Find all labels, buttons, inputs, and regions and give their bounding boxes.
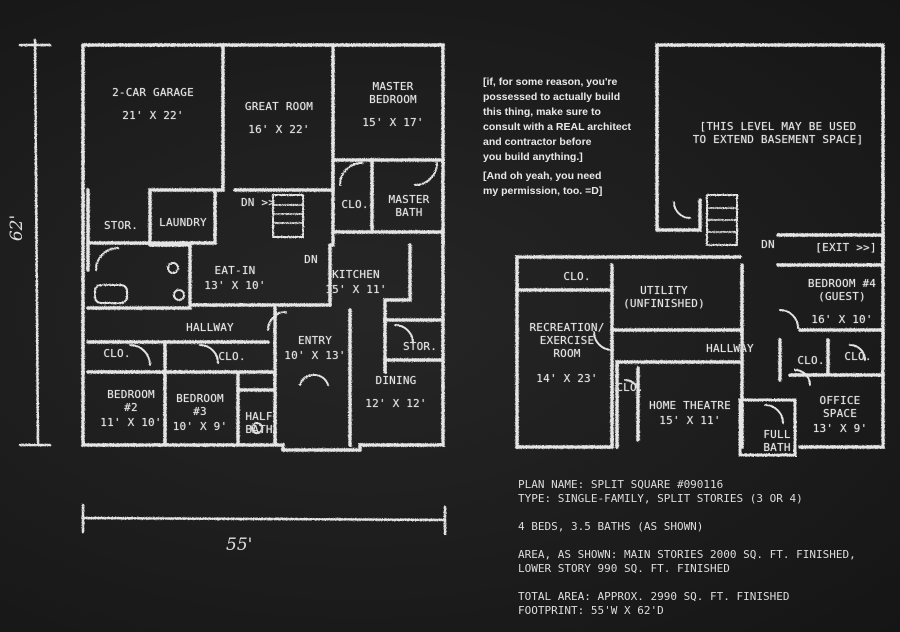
main-level-walls [81,43,445,452]
disclaimer-note: [if, for some reason, you're possessed t… [483,76,631,163]
room-half-bath: HALF BATH [245,410,273,436]
room-closet: CLO. [341,198,369,211]
plan-area-line1: AREA, AS SHOWN: MAIN STORIES 2000 SQ. FT… [518,548,856,561]
room-closet-bed4: CLO. [844,350,872,363]
plan-type: TYPE: SINGLE-FAMILY, SPLIT STORIES (3 OR… [518,492,803,505]
room-storage: STOR. [103,219,139,232]
stairs-down-small: DN [304,253,318,266]
lower-stairs-down: DN [761,238,775,251]
room-storage-dining: STOR. [402,340,438,353]
room-closet-office: CLO. [797,354,825,367]
room-hallway: HALLWAY [186,321,234,334]
dimension-height: 62' [7,214,28,242]
stairs-down-label: DN >> [240,196,276,209]
room-closet-rec: CLO. [563,270,591,283]
lower-hallway: HALLWAY [706,342,754,355]
room-full-bath: FULL BATH [763,428,791,454]
room-laundry: LAUNDRY [159,216,207,229]
exit-label: [EXIT >>] [815,241,877,254]
dimension-lines [18,38,447,536]
basement-extension-note: [THIS LEVEL MAY BE USED TO EXTEND BASEME… [692,120,864,146]
dimension-width: 55' [226,535,253,555]
room-closet-theatre: CLO. [616,381,644,394]
room-closet-bed2: CLO. [103,347,131,360]
plan-area-line2: LOWER STORY 990 SQ. FT. FINISHED [518,562,730,575]
room-bedroom-4: BEDROOM #4 (GUEST)16' X 10' [807,277,877,326]
room-closet-bed3: CLO. [218,350,246,363]
room-master-bath: MASTER BATH [388,193,430,219]
plan-total-area: TOTAL AREA: APPROX. 2990 SQ. FT. FINISHE… [518,590,790,603]
permission-note: [And oh yeah, you need my permission, to… [483,170,603,197]
plan-footprint: FOOTPRINT: 55'W X 62'D [518,604,664,617]
plan-beds-baths: 4 BEDS, 3.5 BATHS (AS SHOWN) [518,520,704,533]
lower-level-walls [515,43,885,457]
plan-name: PLAN NAME: SPLIT SQUARE #090116 [518,478,724,491]
room-utility: UTILITY (UNFINISHED) [623,284,705,310]
